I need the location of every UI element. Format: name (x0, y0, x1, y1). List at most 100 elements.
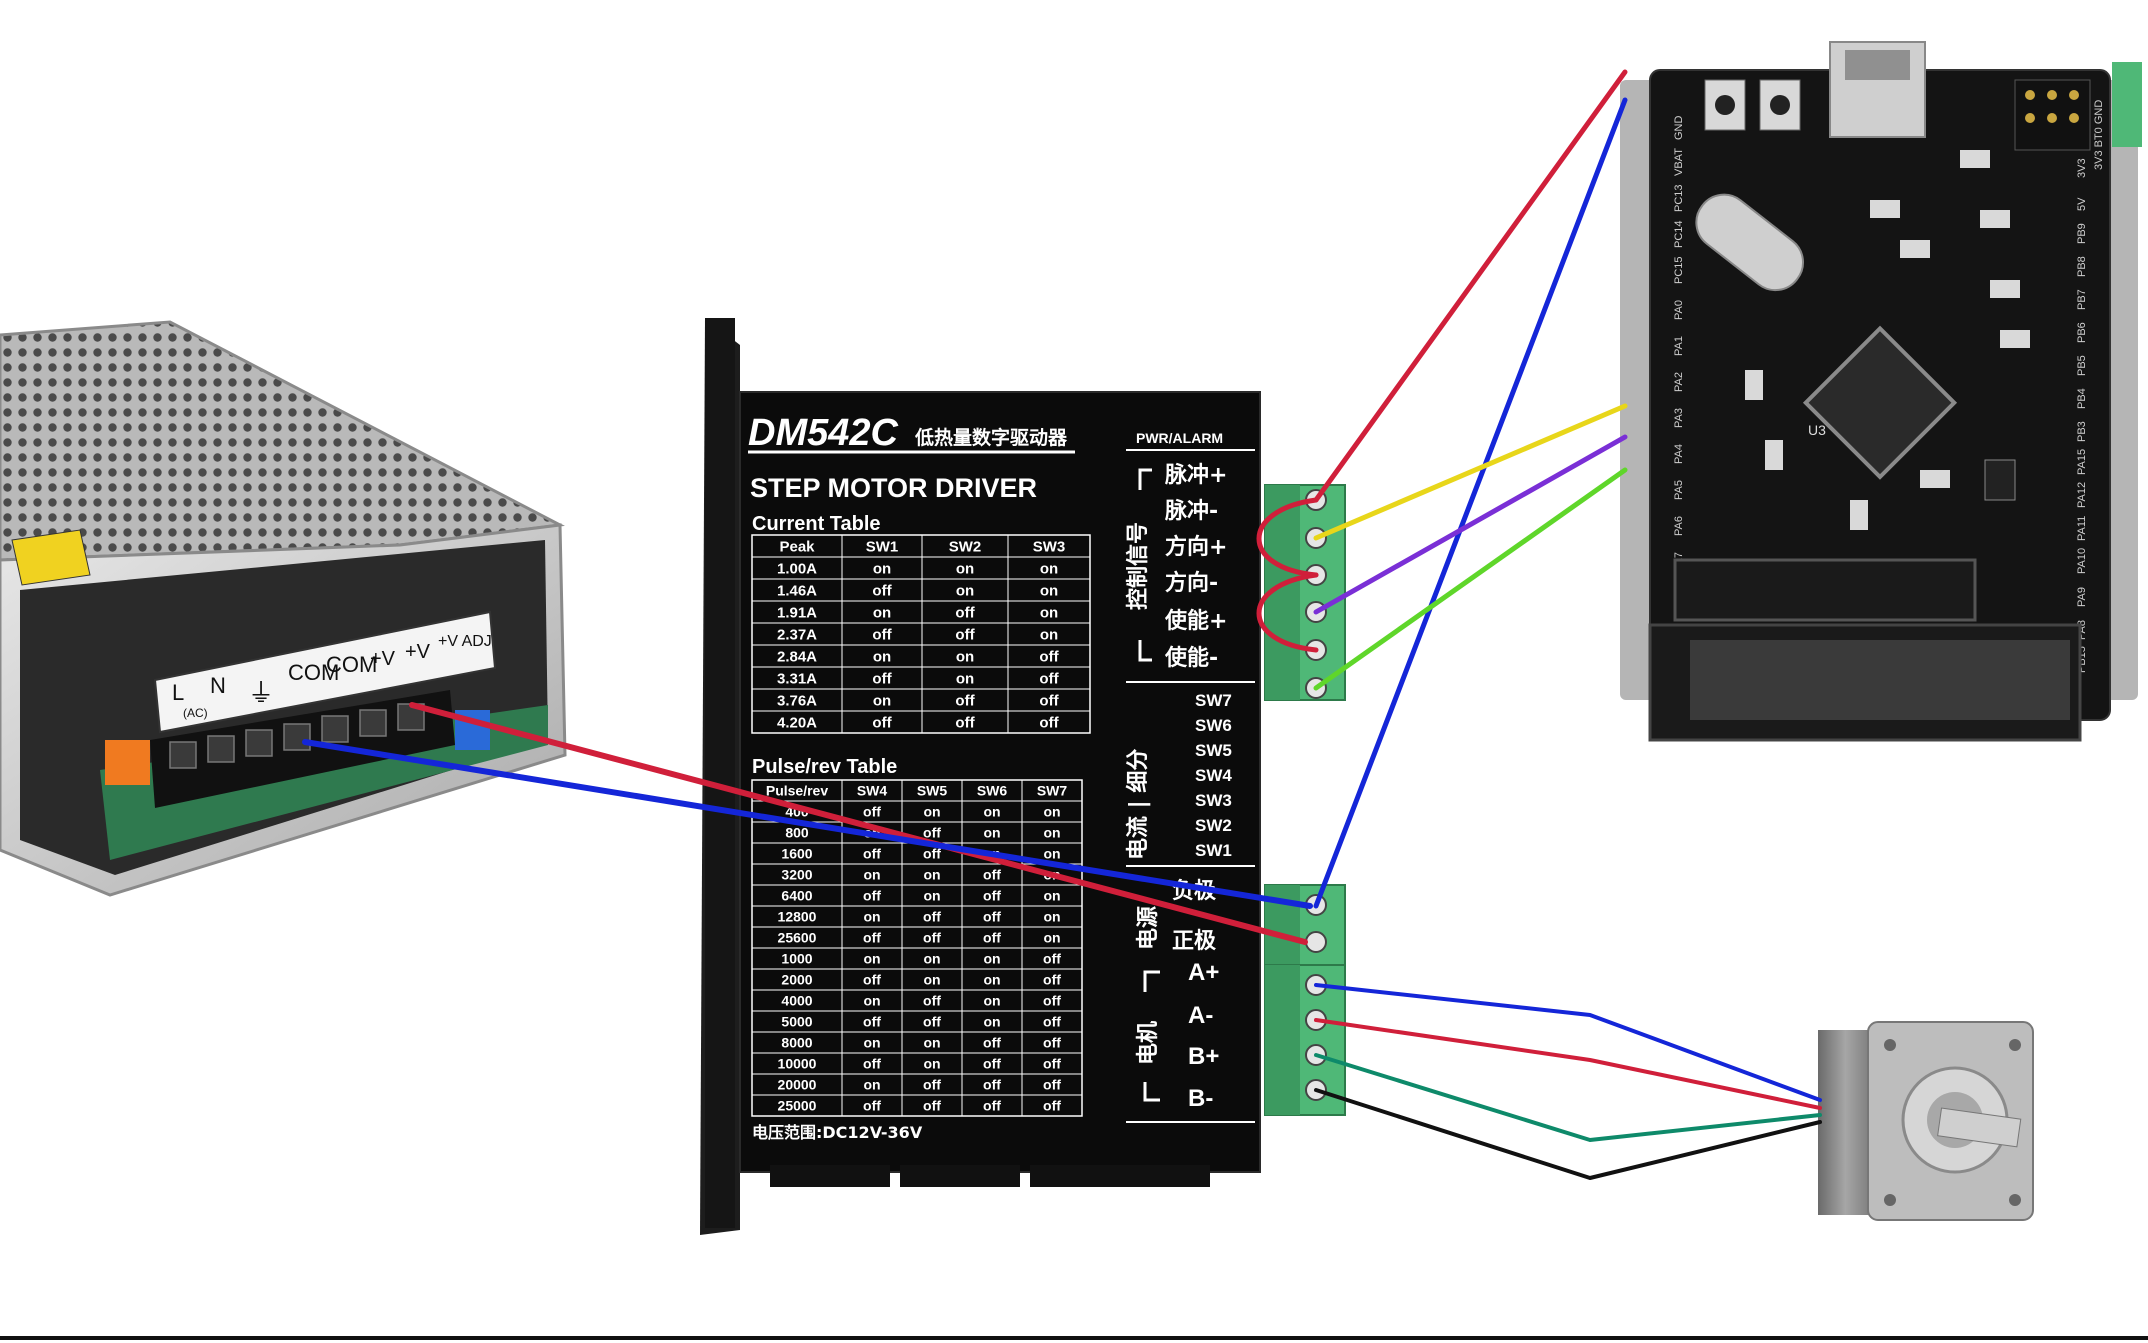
mcu-left-pin-label: PA2 (1673, 372, 1685, 392)
pulse-table-cell: off (1043, 1035, 1061, 1051)
control-signal-labels: 控制信号 脉冲+ 脉冲- 方向+ 方向- 使能+ 使能- (1125, 463, 1227, 671)
pulse-table-cell: on (863, 909, 880, 925)
current-table-cell: off (872, 626, 892, 643)
pulse-table-cell: off (863, 846, 881, 862)
pulse-table-cell: off (1043, 1077, 1061, 1093)
boot-header-label: 3V3 BT0 GND (2093, 100, 2105, 170)
power-supply: L N (AC) ⏚ COM COM +V +V +V ADJ (0, 320, 567, 897)
pulse-table-header-cell: SW4 (857, 783, 888, 799)
current-table-title: Current Table (752, 513, 881, 535)
psu-label-com2: COM (326, 652, 377, 677)
pulse-table-cell: on (923, 951, 940, 967)
pulse-table-cell: off (863, 930, 881, 946)
mcu-right-pin-label: 5V (2076, 197, 2088, 211)
pulse-table-cell: 25600 (778, 930, 817, 946)
power-positive: 正极 (1172, 929, 1217, 954)
pulse-table-header-cell: SW6 (977, 783, 1008, 799)
pulse-table-cell: off (983, 930, 1001, 946)
pulse-table-cell: off (983, 867, 1001, 883)
pulse-table-cell: on (923, 804, 940, 820)
wire-ena-minus (1313, 467, 1628, 691)
pulse-table-cell: on (863, 1077, 880, 1093)
current-table-cell: 3.76A (777, 692, 817, 709)
motor-output-labels: 电机 A+ A- B+ B- (1136, 959, 1219, 1112)
pulse-table-cell: on (1043, 846, 1060, 862)
pulse-table-cell: off (863, 1098, 881, 1114)
mcu-board: GNDVBATPC13PC14PC15PA0PA1PA2PA3PA4PA5PA6… (1620, 41, 2142, 742)
current-table-cell: off (1039, 714, 1059, 731)
current-table-cell: 2.84A (777, 648, 817, 665)
voltage-range: 电压范围:DC12V-36V (752, 1123, 923, 1142)
current-table-header-cell: Peak (779, 538, 815, 555)
psu-label-ac: (AC) (183, 706, 208, 720)
pulse-table-cell: off (863, 972, 881, 988)
pulse-table-cell: off (1043, 993, 1061, 1009)
motor-a-plus: A+ (1188, 959, 1219, 986)
mcu-right-pin-label: PA12 (2076, 482, 2088, 508)
pulse-table-cell: off (983, 1098, 1001, 1114)
dip-sw1: SW1 (1195, 841, 1232, 860)
pulse-table-cell: on (863, 993, 880, 1009)
psu-label-com1: COM (288, 660, 339, 685)
pulse-table-cell: on (983, 951, 1000, 967)
current-table-cell: 1.00A (777, 560, 817, 577)
wire-motor-b-minus (1314, 1088, 1822, 1180)
current-table-cell: off (872, 714, 892, 731)
driver-subtitle: STEP MOTOR DRIVER (750, 473, 1037, 503)
current-table-cell: 1.46A (777, 582, 817, 599)
boot-button (1759, 79, 1801, 131)
motor-a-minus: A- (1188, 1002, 1213, 1029)
pulse-table-cell: on (983, 1014, 1000, 1030)
current-table-cell: off (1039, 670, 1059, 687)
current-table-header-cell: SW1 (866, 538, 899, 555)
mcu-left-pin-label: VBAT (1673, 148, 1685, 176)
pulse-table-title: Pulse/rev Table (752, 756, 897, 778)
pulse-table-cell: on (923, 888, 940, 904)
dip-switch-labels: 电流 | 细分 SW7 SW6 SW5 SW4 SW3 SW2 SW1 (1125, 691, 1232, 860)
pulse-table-cell: on (1043, 930, 1060, 946)
pulse-table-cell: on (863, 951, 880, 967)
mcu-right-pin-label: PA9 (2076, 587, 2088, 607)
pulse-table-cell: 12800 (778, 909, 817, 925)
mcu-right-pin-labels: 3V35VPB9PB8PB7PB6PB5PB4PB3PA15PA12PA11PA… (2076, 158, 2088, 673)
pulse-table-cell: off (923, 825, 941, 841)
pulse-table-cell: off (1043, 972, 1061, 988)
power-group-label: 电源 (1136, 906, 1161, 950)
current-table-cell: 1.91A (777, 604, 817, 621)
mcu-left-pin-label: PC13 (1673, 184, 1685, 212)
power-terminal-block (1264, 884, 1346, 966)
control-ena-plus: 使能+ (1164, 608, 1227, 634)
pulse-table-cell: on (983, 993, 1000, 1009)
dip-sw7: SW7 (1195, 691, 1232, 710)
wire-jumper-2 (1256, 572, 1319, 653)
current-table-cell: off (955, 626, 975, 643)
pulse-table-cell: on (983, 804, 1000, 820)
current-table-cell: off (1039, 692, 1059, 709)
stepper-motor (1818, 1021, 2034, 1221)
pulse-table-cell: on (1043, 909, 1060, 925)
current-table-cell: on (873, 692, 891, 709)
psu-label-l: L (172, 680, 184, 705)
pulse-table-cell: on (923, 972, 940, 988)
pulse-table-cell: off (983, 1056, 1001, 1072)
psu-terminal-block (150, 690, 455, 808)
mcu-left-pin-label: PA6 (1673, 516, 1685, 536)
current-table-cell: on (873, 560, 891, 577)
current-table-cell: off (1039, 648, 1059, 665)
pulse-table-cell: 20000 (778, 1077, 817, 1093)
pulse-table-header-cell: SW7 (1037, 783, 1068, 799)
dip-sw4: SW4 (1195, 766, 1232, 785)
current-table-cell: off (955, 692, 975, 709)
mcu-left-pin-label: PA4 (1673, 444, 1685, 464)
motor-b-plus: B+ (1188, 1043, 1219, 1070)
pulse-table-cell: on (1043, 888, 1060, 904)
pulse-table-cell: off (923, 1098, 941, 1114)
motor-terminal-block (1264, 964, 1346, 1116)
pulse-table-cell: off (983, 909, 1001, 925)
pulse-table-cell: off (863, 1014, 881, 1030)
psu-label-v2: +V (405, 641, 431, 663)
pulse-table-cell: off (983, 1077, 1001, 1093)
pulse-table-cell: on (1043, 804, 1060, 820)
